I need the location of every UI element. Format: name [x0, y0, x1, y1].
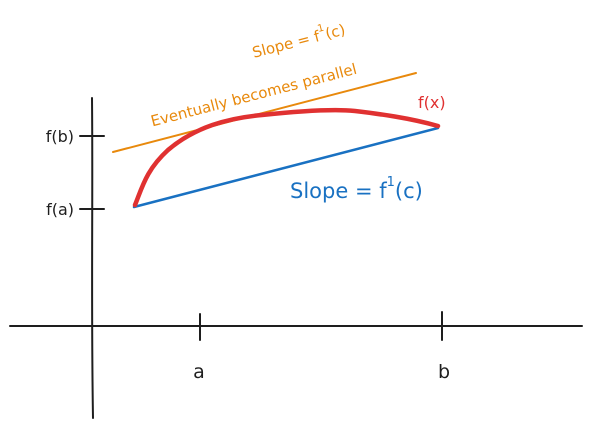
tangent-slope-main: Slope = f: [250, 27, 322, 62]
secant-slope-prime: 1: [387, 175, 395, 190]
y-axis: [91, 97, 94, 419]
secant-slope-arg: (c): [395, 179, 423, 203]
y-tick-label-fb: f(b): [46, 127, 74, 146]
x-axis: [9, 324, 583, 328]
curve-label: f(x): [418, 93, 446, 112]
function-curve: [132, 107, 441, 208]
x-tick-label-a: a: [193, 361, 205, 383]
tangent-slope-prime: 1: [316, 23, 325, 35]
secant-line: [132, 126, 440, 209]
secant-slope-label: Slope = f1(c): [290, 175, 423, 203]
y-tick-label-fa: f(a): [46, 200, 74, 219]
x-tick-label-b: b: [438, 361, 450, 383]
tangent-slope-label: Slope = f1(c): [250, 18, 348, 62]
tangent-slope-label-group: Slope = f1(c): [250, 18, 348, 62]
tangent-slope-arg: (c): [323, 21, 347, 43]
secant-slope-main: Slope = f: [290, 179, 387, 203]
axes: [9, 97, 583, 419]
